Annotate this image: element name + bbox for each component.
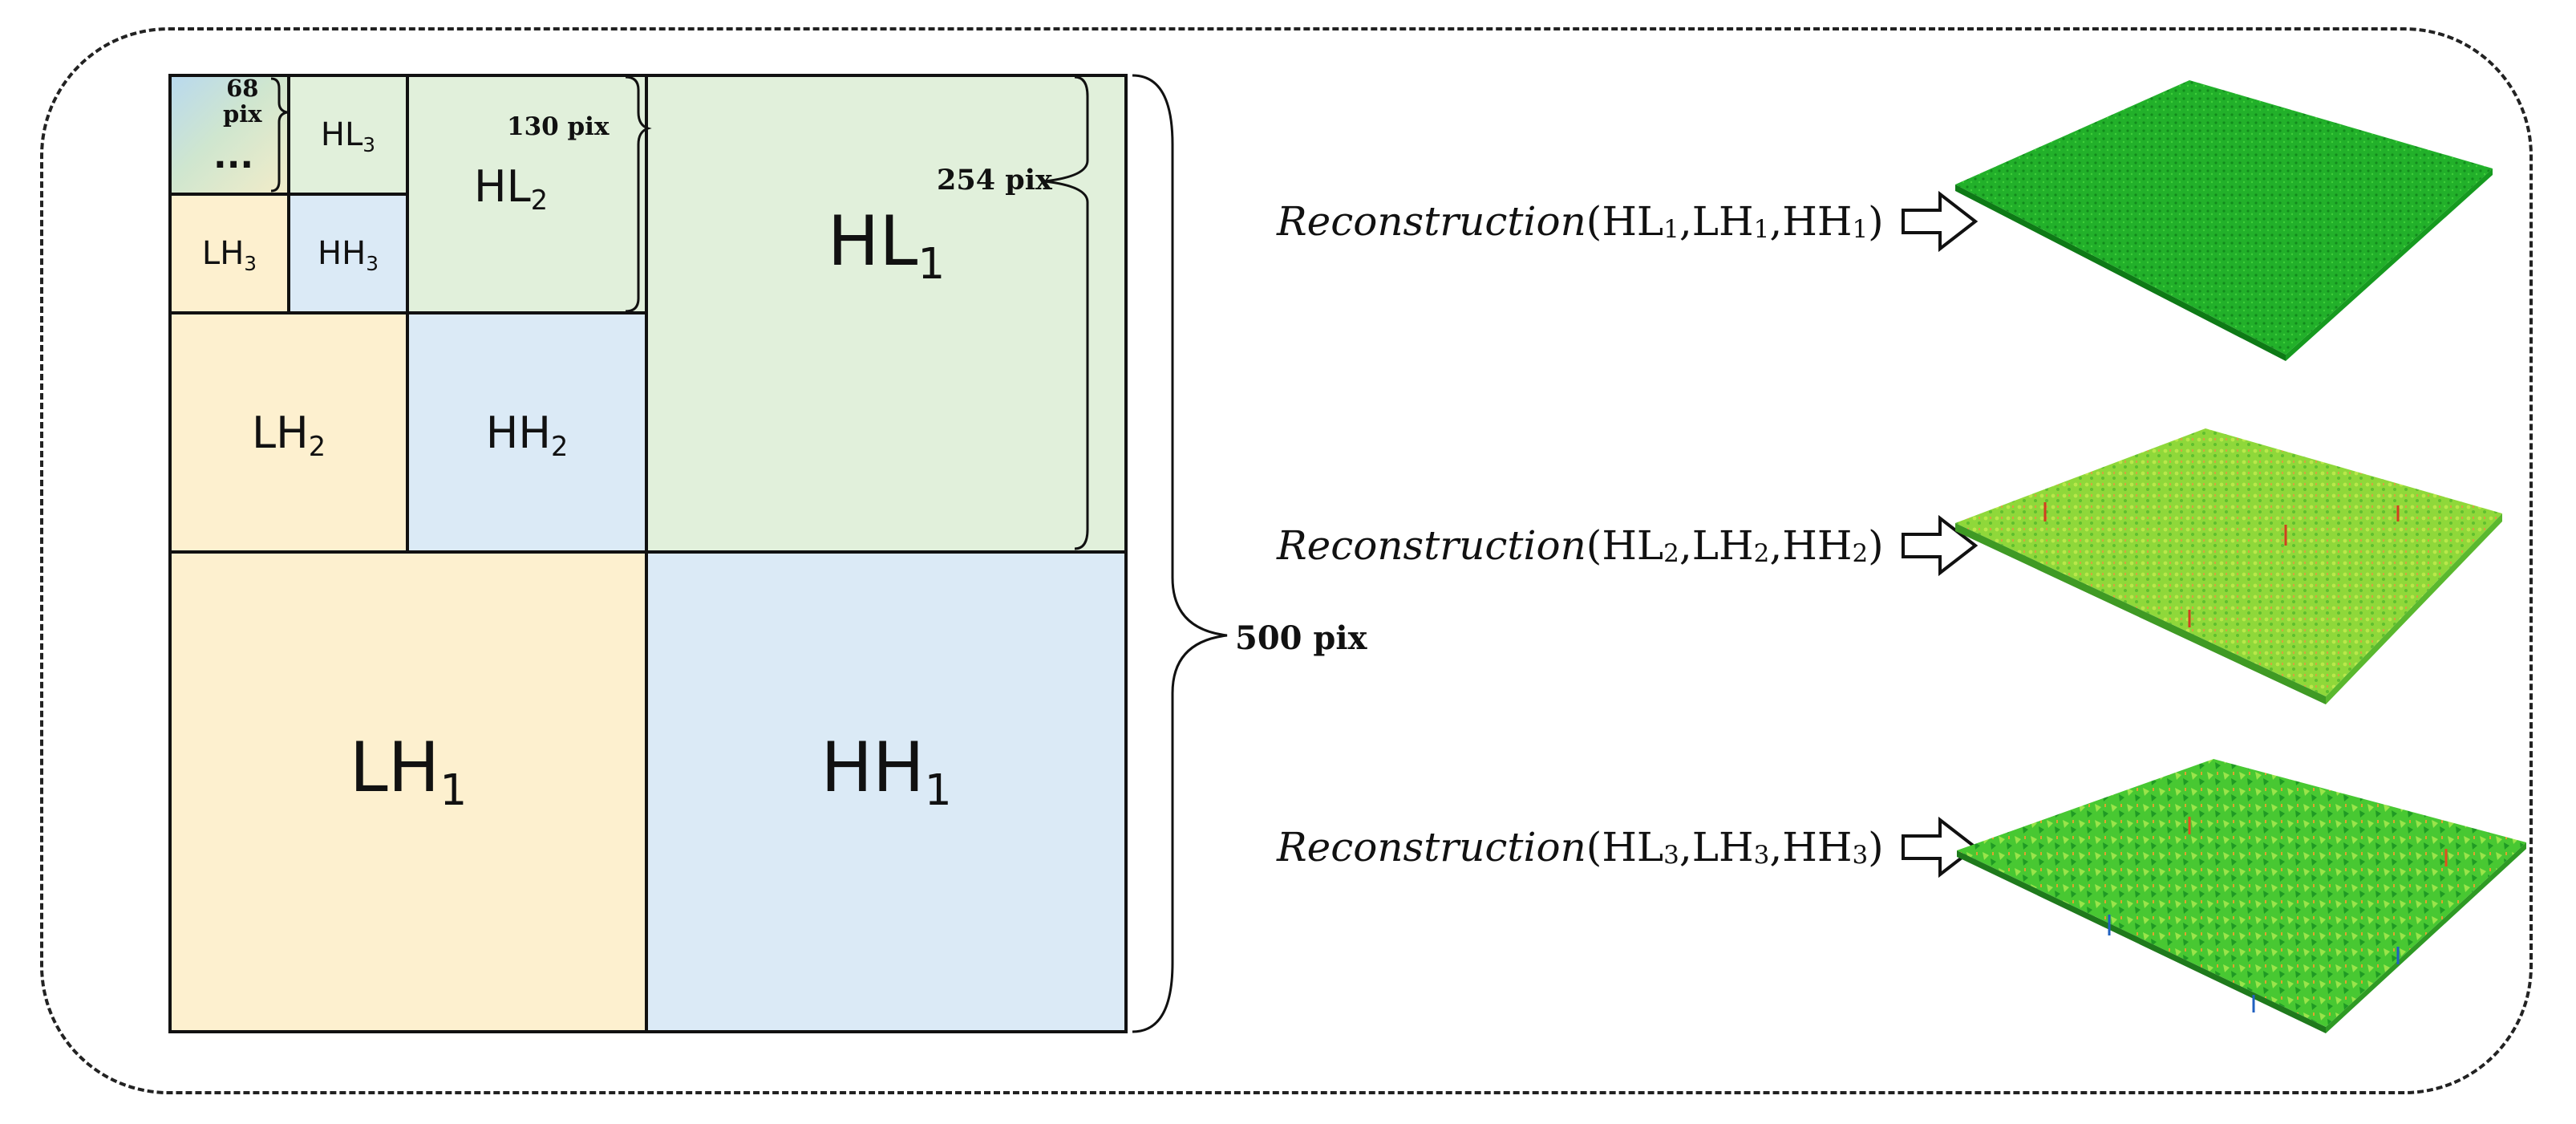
lh1-sub: 1 — [439, 765, 468, 816]
recon-fn-1: Reconstruction — [1277, 198, 1586, 245]
subband-hl1: HL1 — [645, 74, 1128, 554]
brace-500 — [1132, 74, 1228, 1033]
subband-hh2: HH2 — [406, 311, 648, 554]
recon-fn-2: Reconstruction — [1277, 522, 1586, 569]
hh2-label: HH — [485, 407, 551, 458]
dim-254: 254 pix — [937, 164, 1052, 197]
dim-130: 130 pix — [507, 112, 610, 141]
ll-ellipsis: ··· — [213, 144, 254, 185]
hh2-sub: 2 — [550, 431, 569, 463]
lh2-label: LH — [252, 407, 309, 458]
right-arrow-icon — [1901, 190, 1978, 253]
hl2-label: HL — [474, 160, 531, 212]
subband-lh1: LH1 — [168, 550, 648, 1033]
dim-68: 68 pix — [223, 75, 262, 128]
hl3-label: HL — [320, 116, 363, 153]
hl1-sub: 1 — [917, 239, 946, 290]
hl3-sub: 3 — [363, 132, 376, 156]
dim-500: 500 pix — [1235, 619, 1367, 657]
lh3-label: LH — [201, 235, 245, 272]
subband-hh1: HH1 — [645, 550, 1128, 1033]
brace-130 — [625, 75, 652, 313]
subband-hl2: HL2 — [406, 74, 648, 314]
surface-level-3 — [1957, 759, 2526, 1033]
hl2-sub: 2 — [530, 185, 548, 217]
brace-68 — [270, 77, 288, 193]
dashed-frame — [40, 27, 2533, 1094]
hh1-label: HH — [820, 728, 925, 808]
hl1-label: HL — [827, 201, 918, 282]
lh1-label: LH — [349, 728, 440, 808]
hh3-label: HH — [318, 235, 367, 272]
hh1-sub: 1 — [924, 765, 952, 816]
brace-254 — [1043, 75, 1089, 550]
recon-fn-3: Reconstruction — [1277, 824, 1586, 870]
surface-level-2 — [1955, 428, 2502, 704]
lh3-sub: 3 — [244, 251, 257, 275]
surface-level-1 — [1955, 80, 2493, 361]
lh2-sub: 2 — [308, 431, 326, 463]
hh3-sub: 3 — [366, 251, 379, 275]
subband-lh2: LH2 — [168, 311, 409, 554]
right-arrow-icon — [1901, 816, 1978, 879]
